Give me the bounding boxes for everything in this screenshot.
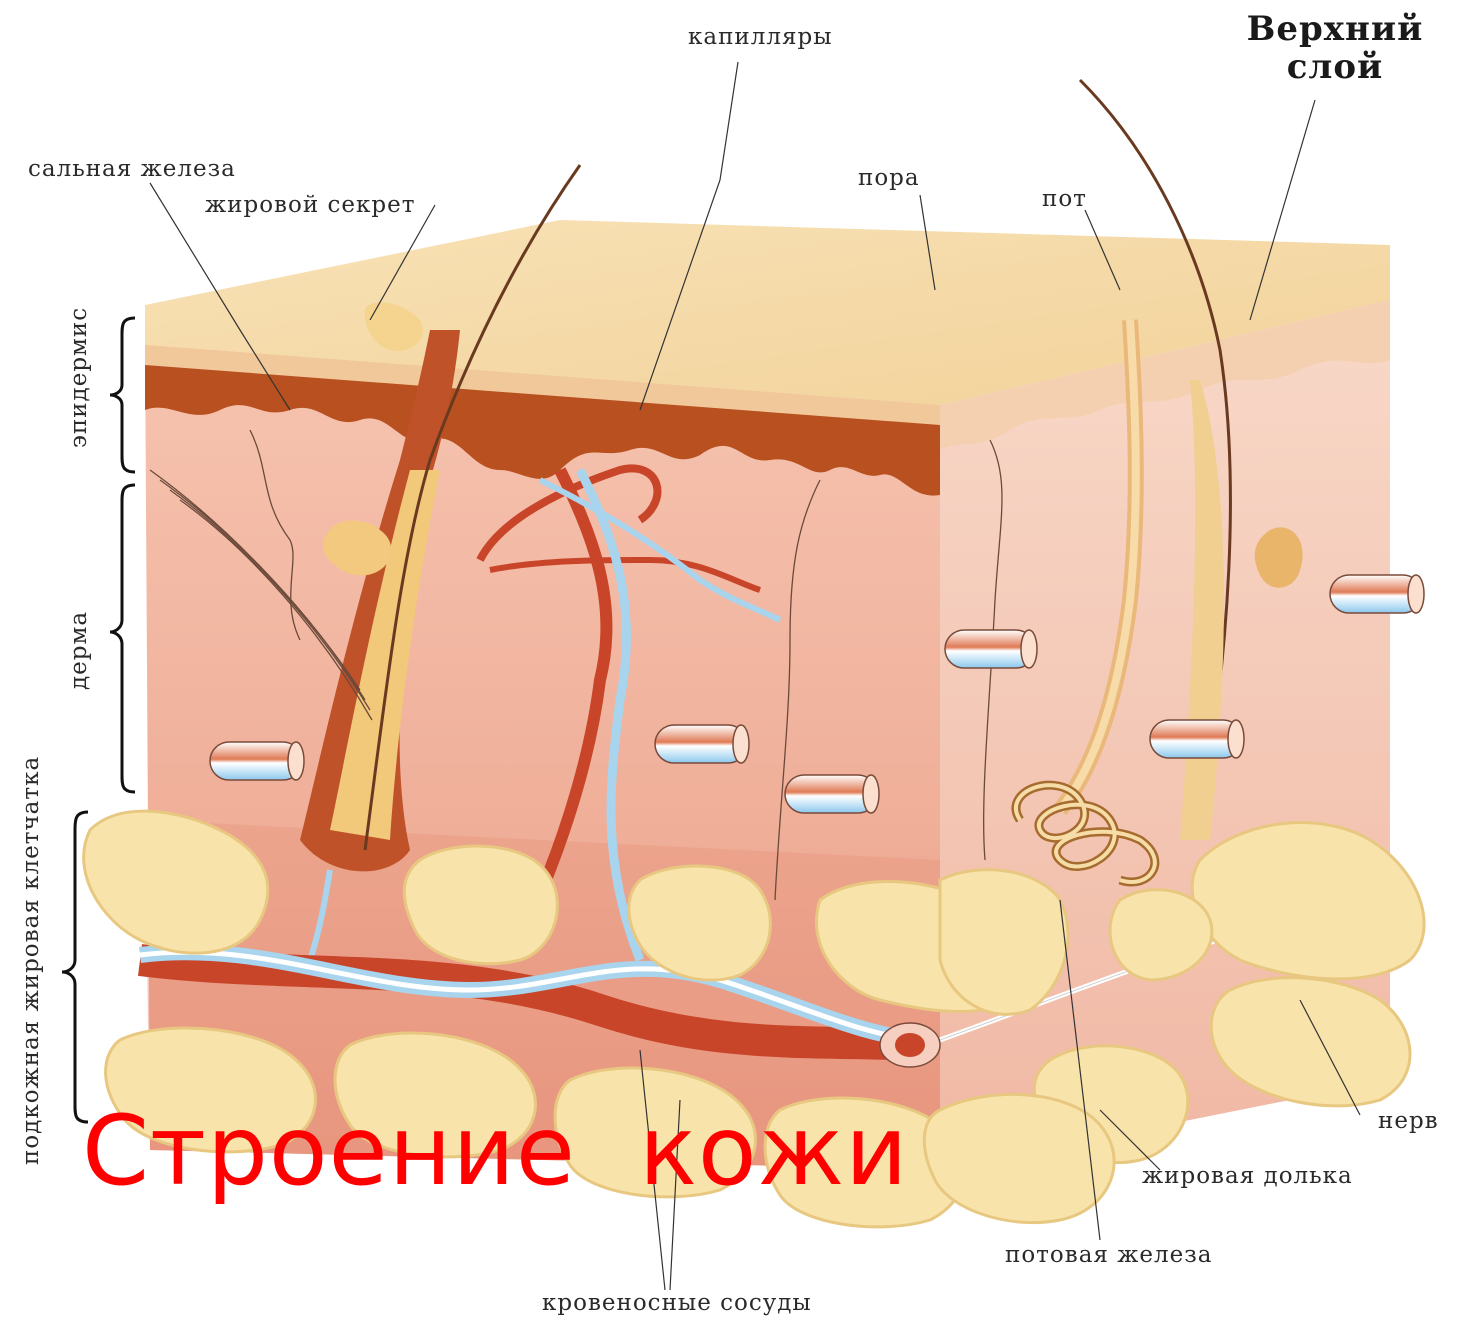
sweat-gland-label: потовая железа bbox=[1005, 1242, 1212, 1268]
dermis-side-label: дерма bbox=[66, 611, 92, 690]
blood-vessels-label: кровеносные сосуды bbox=[542, 1290, 812, 1316]
capillaries-label: капилляры bbox=[688, 24, 833, 50]
fatty-secretion-label: жировой секрет bbox=[205, 192, 415, 218]
upper-layer-label: Верхний слой bbox=[1210, 10, 1460, 86]
subcutaneous-side-label: подкожная жировая клетчатка bbox=[18, 756, 44, 1165]
nerve-label: нерв bbox=[1378, 1108, 1439, 1134]
epidermis-bracket bbox=[110, 318, 135, 472]
sebaceous-gland-label: сальная железа bbox=[28, 156, 236, 182]
sweat-label: пот bbox=[1042, 186, 1087, 212]
epidermis-side-label: эпидермис bbox=[66, 307, 92, 448]
pore-label: пора bbox=[858, 165, 920, 191]
upper-layer-line-2: слой bbox=[1210, 48, 1460, 86]
fat-lobule-label: жировая долька bbox=[1142, 1163, 1353, 1189]
upper-layer-line-1: Верхний bbox=[1210, 10, 1460, 48]
dermis-bracket bbox=[110, 485, 135, 792]
diagram-title: Строение кожи bbox=[82, 1095, 909, 1207]
